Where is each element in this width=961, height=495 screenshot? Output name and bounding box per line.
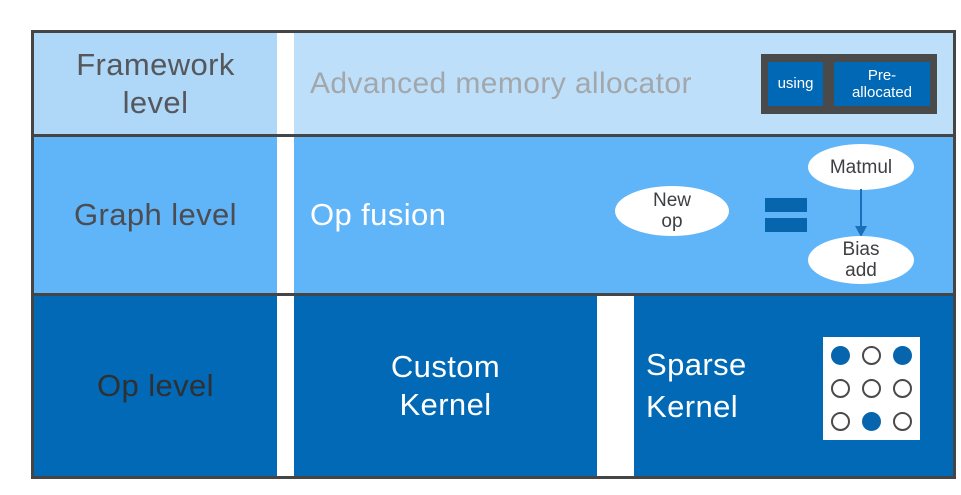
matmul-node: Matmul [808,144,914,190]
framework-feature-panel: Advanced memory allocator using Pre- all… [294,33,953,134]
preallocated-chip-line2: allocated [851,83,913,101]
arrow-down-icon [855,189,867,237]
dot-empty [831,379,850,398]
graph-feature-panel: Op fusion New op Matmul Bias [294,137,953,293]
framework-level-label-line1: Framework [76,46,235,82]
graph-level-label: Graph level [74,197,237,232]
custom-kernel-line2: Kernel [399,387,492,422]
graph-level-label-box: Graph level [34,137,277,293]
dot-empty [831,412,850,431]
equals-icon [765,198,807,232]
column-gap [277,33,294,134]
bias-add-line1: Bias [842,239,880,260]
custom-kernel-line1: Custom [390,349,501,384]
equals-bar-top [765,198,807,212]
op-fusion-label: Op fusion [310,197,447,232]
sparse-kernel-line1: Sparse [646,347,747,382]
dot-filled [831,346,850,365]
framework-level-row: Framework level Advanced memory allocato… [34,33,953,137]
dot-empty [893,379,912,398]
op-level-label-box: Op level [34,296,277,476]
dot-filled [862,412,881,431]
op-level-label: Op level [97,368,214,403]
using-chip: using [768,61,823,106]
matmul-label: Matmul [829,156,893,178]
using-preallocated-group: using Pre- allocated [761,53,937,114]
dot-empty [893,412,912,431]
preallocated-chip: Pre- allocated [834,61,930,106]
dot-empty [862,346,881,365]
sparse-kernel-box: Sparse Kernel [634,296,953,476]
column-gap [277,137,294,293]
sparse-kernel-label: Sparse Kernel [646,344,747,428]
sparsity-grid-icon [823,337,920,440]
sparse-kernel-line2: Kernel [646,389,739,424]
dot-filled [893,346,912,365]
framework-level-label-box: Framework level [34,33,277,134]
op-level-row: Op level Custom Kernel Sparse Kernel [34,296,953,476]
equals-bar-bottom [765,218,807,232]
bias-add-node: Bias add [808,236,914,284]
preallocated-chip-line1: Pre- [867,66,897,84]
column-gap [597,296,634,476]
using-chip-label: using [777,75,814,92]
dot-empty [862,379,881,398]
new-op-node: New op [615,186,729,236]
advanced-memory-allocator-label: Advanced memory allocator [310,66,692,100]
graph-level-row: Graph level Op fusion New op Matmul [34,137,953,296]
framework-level-label-line2: level [122,84,189,120]
diagram-frame: Framework level Advanced memory allocato… [31,30,956,479]
custom-kernel-box: Custom Kernel [294,296,597,476]
new-op-line1: New [652,190,691,211]
bias-add-line2: add [845,260,877,281]
new-op-line2: op [661,211,683,232]
column-gap [277,296,294,476]
